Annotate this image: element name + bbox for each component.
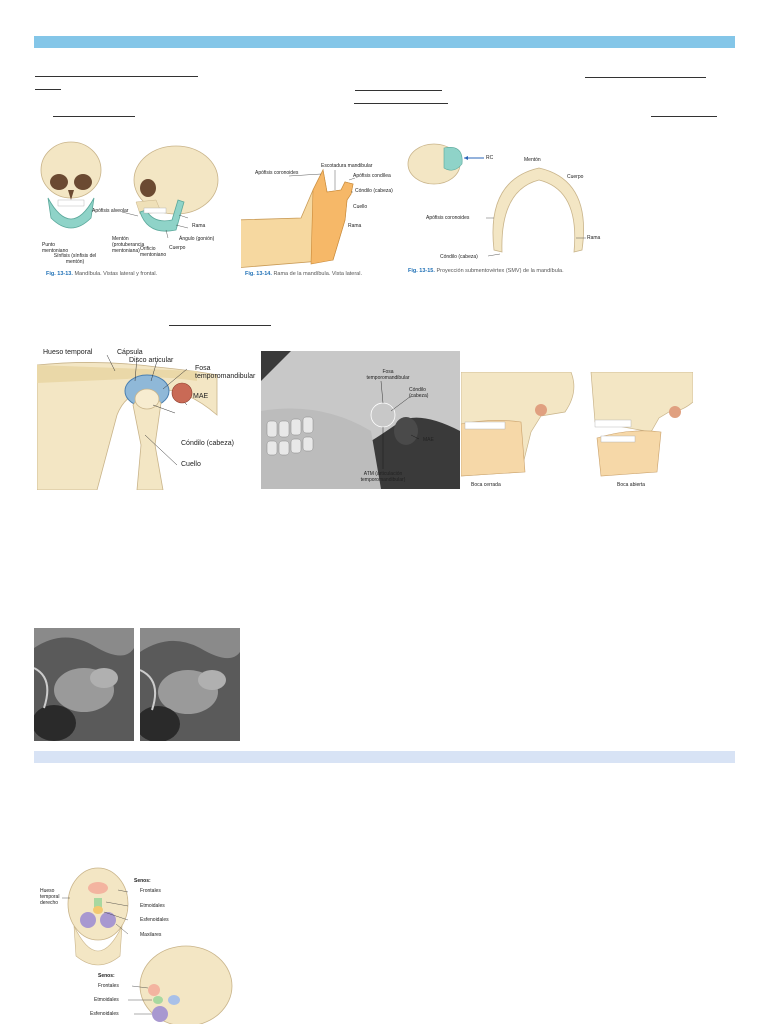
label-condilo: Cóndilo (cabeza)	[181, 440, 234, 447]
label-condilo: Cóndilo (cabeza)	[355, 188, 393, 194]
label-maxilares: Maxilares	[140, 932, 162, 938]
caption-fig-13-13: Fig. 13-13. Mandíbula. Vistas lateral y …	[46, 271, 158, 277]
label-rama: Rama	[587, 235, 601, 241]
label-cuello: Cuello	[181, 461, 201, 468]
ramus-drawing	[241, 168, 356, 268]
label-escotadura: Escotadura mandibular	[321, 163, 373, 169]
label-menton: Mentón	[524, 157, 541, 163]
label-etmoidales: Etmoidales	[140, 903, 165, 909]
skull-drawing	[40, 141, 219, 239]
label-senos: Senos:	[134, 878, 151, 884]
section-bar	[34, 751, 735, 763]
xray-image-left	[34, 628, 134, 741]
label-esfenoidales: Esfenoidales	[140, 917, 169, 923]
heading-rule	[169, 325, 271, 326]
smv-drawing	[407, 143, 586, 257]
label-rc: RC	[486, 155, 494, 161]
label-senos-lateral: Senos:	[98, 973, 115, 979]
heading-rule	[354, 103, 448, 104]
xray-image-right	[140, 628, 240, 741]
label-rama: Rama	[348, 223, 362, 229]
label-apofisis-condilea: Apófisis condílea	[353, 173, 391, 179]
tmj-drawing	[37, 354, 218, 490]
label-esfenoidales-lateral: Esfenoidales	[90, 1011, 119, 1017]
label-apofisis-alveolar: Apófisis alveolar	[92, 208, 129, 214]
heading-rule	[35, 76, 198, 77]
label-condilo: Cóndilo (cabeza)	[440, 254, 478, 260]
figure-tmj-diagram: Hueso temporal Cápsula Disco articular F…	[37, 345, 259, 490]
label-apofisis-coronoides: Apófisis coronoides	[255, 170, 299, 176]
label-cuello: Cuello	[353, 204, 368, 210]
label-boca-cerrada: Boca cerrada	[471, 482, 501, 488]
label-fosa: Fosa temporomandibular	[366, 369, 410, 381]
figure-mandible-frontal-lateral: Apófisis alveolar Rama Ángulo (gonión) C…	[36, 140, 241, 282]
figure-mandible-smv: RC Mentón Cuerpo Apófisis coronoides Ram…	[404, 140, 604, 282]
heading-rule	[355, 90, 442, 91]
label-sinfisis: Sínfisis (sínfisis del mentón)	[53, 253, 97, 265]
heading-rule	[651, 116, 717, 117]
label-apofisis-coronoides: Apófisis coronoides	[426, 215, 470, 221]
heading-rule	[53, 116, 135, 117]
label-punto-mentoniano: Punto mentoniano	[42, 242, 69, 254]
header-bar	[34, 36, 735, 48]
label-disco: Disco articular	[129, 357, 174, 364]
label-rama: Rama	[192, 223, 206, 229]
figure-mouth-positions: Boca cerrada Boca abierta	[461, 372, 693, 492]
label-atm: ATM (articulación temporomandibular)	[360, 471, 406, 483]
label-mae: MAE	[193, 393, 209, 400]
caption-fig-13-14: Fig. 13-14. Rama de la mandíbula. Vista …	[245, 271, 362, 277]
sinus-drawing	[62, 867, 233, 1024]
heading-rule	[585, 77, 706, 78]
label-frontales: Frontales	[140, 888, 161, 894]
caption-fig-13-15: Fig. 13-15. Proyección submentovértex (S…	[408, 268, 564, 274]
mouth-drawings	[461, 372, 693, 477]
figure-tmj-photo: Fosa temporomandibular Cóndilo (cabeza) …	[261, 351, 460, 489]
skull-photo	[261, 351, 460, 489]
label-fosa: Fosa temporomandibular	[195, 365, 256, 380]
label-hueso-temporal: Hueso temporal	[43, 349, 93, 356]
label-angulo: Ángulo (gonión)	[179, 236, 215, 242]
label-menton: Mentón (protuberancia mentoniana)	[112, 236, 145, 254]
figure-paranasal-sinuses: Hueso temporal derecho Senos: Frontales …	[36, 866, 236, 1024]
label-hueso-temporal: Hueso temporal derecho	[40, 888, 60, 906]
label-cuerpo: Cuerpo	[567, 174, 584, 180]
label-cuerpo: Cuerpo	[169, 245, 186, 251]
figure-mandible-ramus: Escotadura mandibular Apófisis coronoide…	[241, 140, 406, 282]
label-capsula: Cápsula	[117, 349, 143, 356]
label-orificio: Orificio mentoniano	[140, 246, 167, 258]
label-condilo: Cóndilo (cabeza)	[409, 387, 429, 399]
label-frontales-lateral: Frontales	[98, 983, 119, 989]
heading-rule	[35, 89, 61, 90]
label-mae: MAE	[423, 437, 434, 443]
label-boca-abierta: Boca abierta	[617, 482, 646, 488]
label-etmoidales-lateral: Etmoidales	[94, 997, 119, 1003]
